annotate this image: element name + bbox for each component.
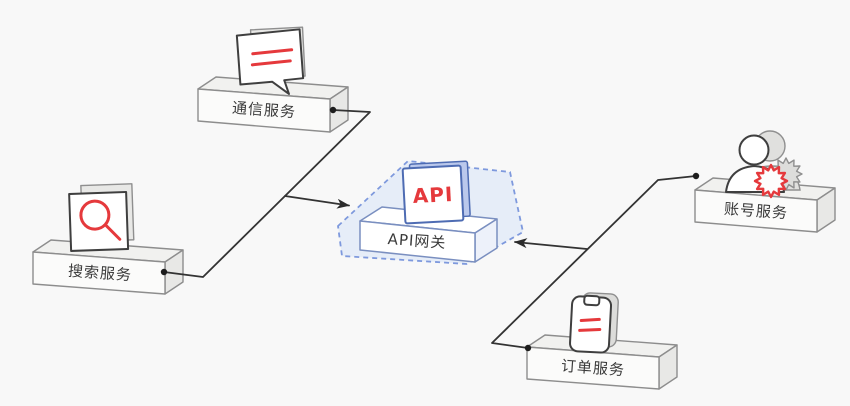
connector-dot-account bbox=[692, 172, 700, 180]
edge-right-arrow-into-gateway[interactable] bbox=[514, 238, 588, 250]
node-order-service[interactable]: 订单服务 bbox=[526, 292, 678, 390]
magnifier-handle bbox=[104, 224, 122, 241]
magnifier-glass bbox=[79, 199, 111, 231]
chat-bubble-text-line-1 bbox=[251, 48, 294, 56]
search-platform-front-face bbox=[32, 251, 166, 295]
chat-bubble-icon bbox=[235, 26, 306, 95]
search-label: 搜索服务 bbox=[67, 262, 132, 284]
chat-bubble-text-line-2 bbox=[250, 59, 292, 67]
account-label: 账号服务 bbox=[723, 200, 788, 222]
phone-text-line-2 bbox=[578, 327, 602, 332]
user-gear-icon bbox=[725, 130, 803, 199]
api-card-front-sheet bbox=[401, 164, 465, 225]
node-communication-service[interactable]: 通信服务 bbox=[197, 26, 349, 133]
magnifier-icon bbox=[68, 183, 135, 252]
connector-dot-search bbox=[160, 268, 168, 276]
order-label: 订单服务 bbox=[560, 357, 625, 379]
api-card-icon: API bbox=[401, 160, 471, 225]
node-search-service[interactable]: 搜索服务 bbox=[32, 183, 184, 295]
node-account-service[interactable]: 账号服务 bbox=[694, 130, 836, 233]
communication-platform-front-face bbox=[197, 88, 331, 133]
order-platform-front-face bbox=[526, 346, 660, 390]
communication-label: 通信服务 bbox=[231, 99, 296, 121]
phone-text-line-1 bbox=[579, 317, 601, 322]
connector-dot-communication bbox=[329, 106, 337, 114]
api-card-text: API bbox=[412, 182, 454, 208]
gateway-label: API网关 bbox=[387, 230, 447, 252]
edges bbox=[160, 106, 700, 352]
connector-dot-order bbox=[524, 344, 532, 352]
edge-account-to-order-trunk[interactable] bbox=[491, 175, 697, 349]
user-head bbox=[738, 134, 770, 166]
account-platform-front-face bbox=[694, 189, 818, 233]
edge-left-arrow-into-gateway[interactable] bbox=[284, 195, 350, 209]
node-api-gateway[interactable]: API API网关 bbox=[337, 160, 524, 265]
edge-communication-to-search-trunk[interactable] bbox=[163, 109, 371, 278]
gateway-platform-front-face bbox=[359, 220, 476, 263]
phone-notch bbox=[583, 294, 601, 307]
phone-icon bbox=[569, 292, 619, 354]
